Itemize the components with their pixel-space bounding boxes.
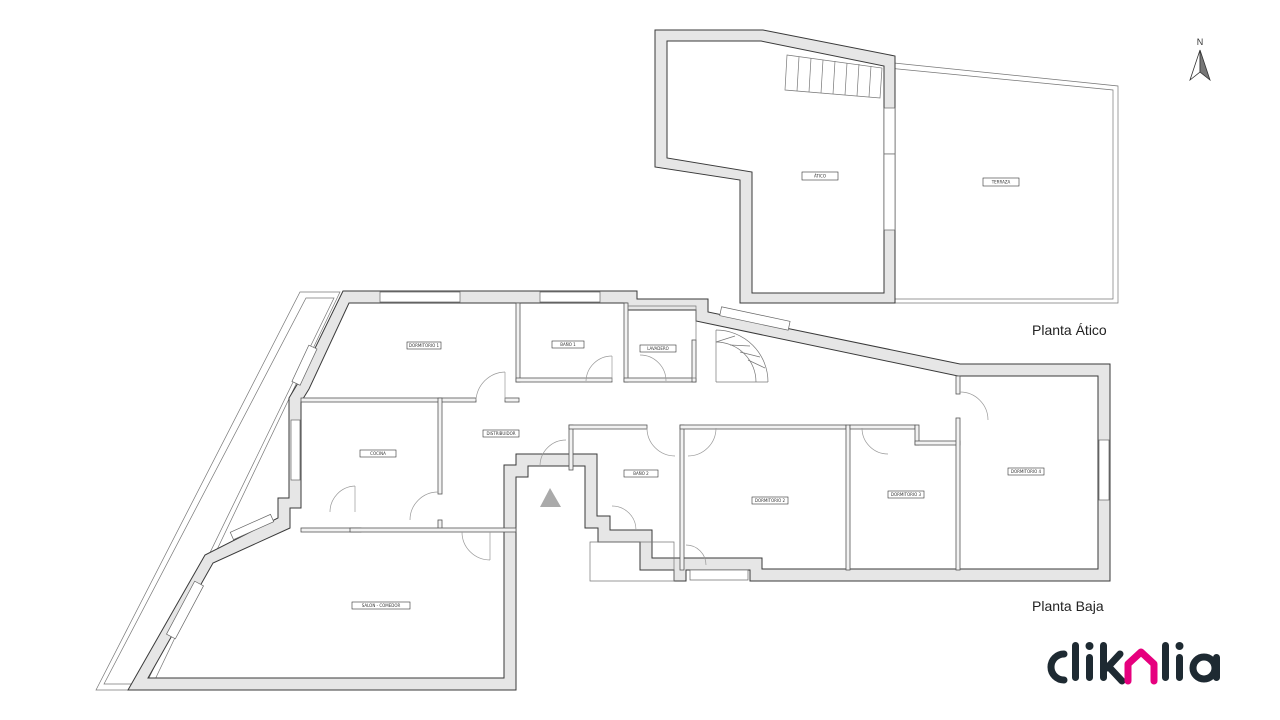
ground-outer-walls bbox=[127, 290, 1111, 691]
room-tag-attic: ÁTICO bbox=[801, 171, 839, 181]
ground-floor: DORMITORIO 1 BAÑO 1 LAVADERO COCINA DIST… bbox=[95, 290, 1111, 691]
svg-text:TERRAZA: TERRAZA bbox=[991, 180, 1011, 185]
svg-text:ÁTICO: ÁTICO bbox=[814, 174, 826, 179]
svg-text:DISTRIBUIDOR: DISTRIBUIDOR bbox=[486, 431, 515, 436]
svg-text:BAÑO 2: BAÑO 2 bbox=[633, 471, 649, 476]
svg-text:BAÑO 1: BAÑO 1 bbox=[560, 342, 576, 347]
clikalia-logo bbox=[1047, 642, 1220, 685]
svg-text:DORMITORIO 1: DORMITORIO 1 bbox=[409, 343, 440, 348]
svg-text:COCINA: COCINA bbox=[370, 451, 386, 456]
interior-walls bbox=[300, 302, 961, 571]
north-arrow-icon: N bbox=[1189, 37, 1211, 82]
svg-text:LAVADERO: LAVADERO bbox=[647, 346, 669, 351]
level-label-attic: Planta Ático bbox=[1032, 322, 1107, 338]
room-tag-bath-2: BAÑO 2 bbox=[623, 469, 659, 478]
room-tag-laundry: LAVADERO bbox=[639, 344, 677, 353]
room-tag-kitchen: COCINA bbox=[359, 449, 397, 458]
level-label-ground: Planta Baja bbox=[1032, 598, 1104, 614]
room-tag-living: SALON - COMEDOR bbox=[351, 601, 411, 610]
svg-text:SALON - COMEDOR: SALON - COMEDOR bbox=[362, 603, 401, 608]
room-tag-bedroom-3: DORMITORIO 3 bbox=[887, 490, 925, 499]
attic-floor: ÁTICO TERRAZA bbox=[654, 29, 1119, 304]
attic-walls bbox=[654, 29, 896, 304]
entrance-marker-icon bbox=[540, 488, 561, 507]
room-tag-hall: DISTRIBUIDOR bbox=[482, 429, 520, 438]
svg-text:DORMITORIO 2: DORMITORIO 2 bbox=[755, 498, 786, 503]
room-tag-bedroom-2: DORMITORIO 2 bbox=[751, 496, 789, 505]
attic-stairs bbox=[784, 54, 883, 99]
spiral-stairs bbox=[715, 329, 769, 383]
room-tag-bath-1: BAÑO 1 bbox=[551, 340, 585, 349]
room-tag-terrace: TERRAZA bbox=[982, 177, 1020, 187]
svg-text:DORMITORIO 3: DORMITORIO 3 bbox=[891, 492, 922, 497]
svg-text:DORMITORIO 4: DORMITORIO 4 bbox=[1011, 469, 1042, 474]
windows bbox=[166, 291, 1110, 640]
svg-text:N: N bbox=[1197, 37, 1204, 47]
room-tag-bedroom-4: DORMITORIO 4 bbox=[1007, 467, 1045, 476]
garden-strip bbox=[95, 291, 341, 691]
room-tag-bedroom-1: DORMITORIO 1 bbox=[406, 341, 442, 350]
door-swings bbox=[329, 354, 989, 566]
